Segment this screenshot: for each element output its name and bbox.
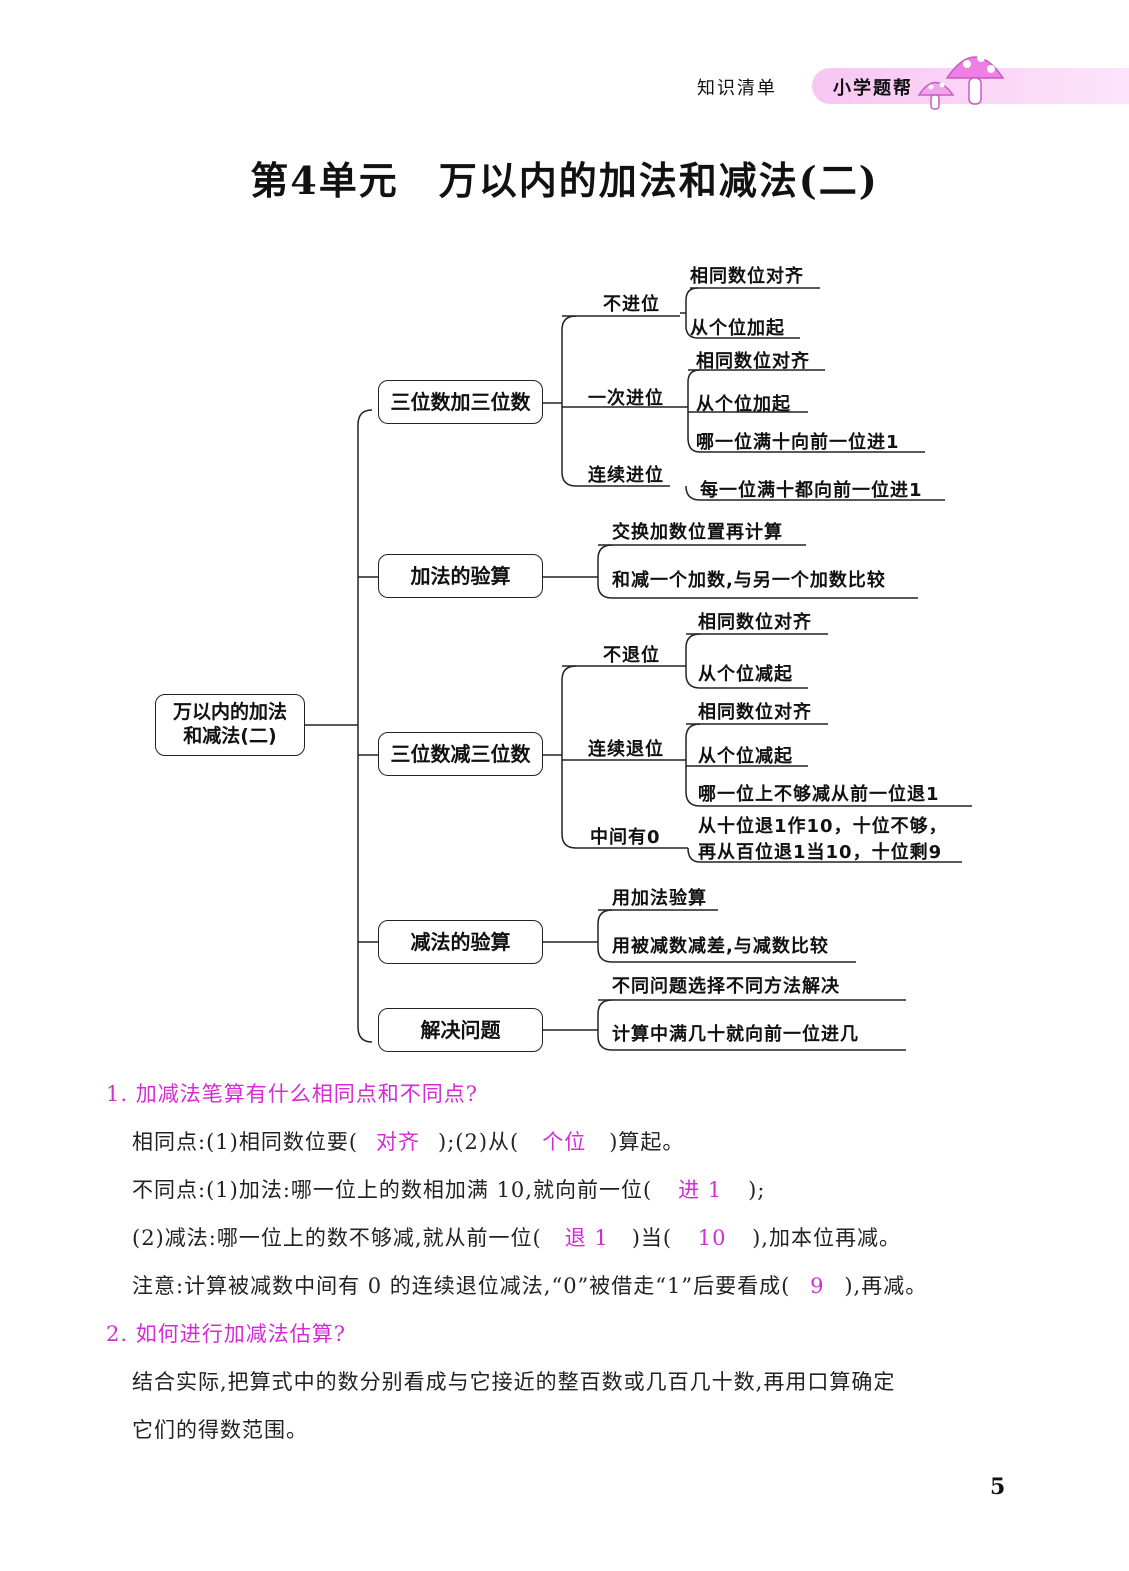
branch-add-check: 加法的验算 — [378, 554, 543, 598]
q1-line-2: 不同点:(1)加法:哪一位上的数相加满 10,就向前一位(进 1); — [132, 1174, 765, 1204]
q2-line-2: 它们的得数范围。 — [132, 1418, 308, 1442]
branch-sub-check: 减法的验算 — [378, 920, 543, 964]
leaf-label: 相同数位对齐 — [696, 351, 810, 372]
answer-blank: 退 1 — [564, 1226, 609, 1250]
leaf-label: 从个位减起 — [698, 746, 793, 767]
leaf-label: 从个位加起 — [696, 394, 791, 415]
answer-blank: 10 — [697, 1226, 727, 1250]
leaf-label: 哪一位满十向前一位进1 — [696, 432, 900, 453]
leaf-label: 再从百位退1当10，十位剩9 — [698, 842, 943, 863]
sub-label: 连续进位 — [588, 465, 664, 486]
question-2-title: 2. 如何进行加减法估算? — [106, 1322, 346, 1346]
leaf-label: 从十位退1作10，十位不够， — [698, 816, 948, 837]
leaf-label: 交换加数位置再计算 — [612, 522, 783, 543]
leaf-label: 从个位加起 — [690, 318, 785, 339]
leaf-label: 从个位减起 — [698, 664, 793, 685]
mushroom-icon — [917, 54, 1005, 110]
question-1-title: 1. 加减法笔算有什么相同点和不同点? — [106, 1082, 478, 1106]
branch-problem-solving: 解决问题 — [378, 1008, 543, 1052]
leaf-label: 用加法验算 — [612, 888, 707, 909]
leaf-label: 相同数位对齐 — [690, 266, 804, 287]
leaf-label: 用被减数减差,与减数比较 — [612, 936, 829, 957]
sub-label: 不退位 — [603, 645, 660, 666]
leaf-label: 每一位满十都向前一位进1 — [700, 480, 923, 501]
leaf-label: 相同数位对齐 — [698, 702, 812, 723]
answer-blank: 9 — [810, 1274, 825, 1298]
q1-line-1: 相同点:(1)相同数位要(对齐);(2)从(个位)算起。 — [132, 1126, 684, 1156]
branch-add-3digit: 三位数加三位数 — [378, 380, 543, 424]
q1-line-3: (2)减法:哪一位上的数不够减,就从前一位(退 1)当(10),加本位再减。 — [132, 1222, 901, 1252]
q1-line-4: 注意:计算被减数中间有 0 的连续退位减法,“0”被借走“1”后要看成(9),再… — [132, 1274, 928, 1298]
sub-label: 中间有0 — [590, 827, 661, 848]
answer-blank: 个位 — [542, 1130, 587, 1154]
leaf-label: 相同数位对齐 — [698, 612, 812, 633]
page-number: 5 — [990, 1474, 1006, 1500]
answer-blank: 进 1 — [678, 1178, 723, 1202]
sub-label: 不进位 — [603, 294, 660, 315]
leaf-label: 计算中满几十就向前一位进几 — [612, 1024, 859, 1045]
book-title: 知识清单 — [697, 78, 777, 99]
branch-sub-3digit: 三位数减三位数 — [378, 732, 543, 776]
leaf-label: 和减一个加数,与另一个加数比较 — [612, 570, 886, 591]
sub-label: 一次进位 — [588, 388, 664, 409]
leaf-label: 哪一位上不够减从前一位退1 — [698, 784, 940, 805]
page-title: 第4单元 万以内的加法和减法(二) — [250, 158, 879, 203]
sub-label: 连续退位 — [588, 739, 664, 760]
brand-label: 小学题帮 — [833, 78, 913, 99]
leaf-label: 不同问题选择不同方法解决 — [612, 976, 840, 997]
answer-blank: 对齐 — [376, 1130, 421, 1154]
q2-line-1: 结合实际,把算式中的数分别看成与它接近的整百数或几百几十数,再用口算确定 — [132, 1370, 896, 1394]
mindmap-root: 万以内的加法 和减法(二) — [155, 694, 305, 756]
